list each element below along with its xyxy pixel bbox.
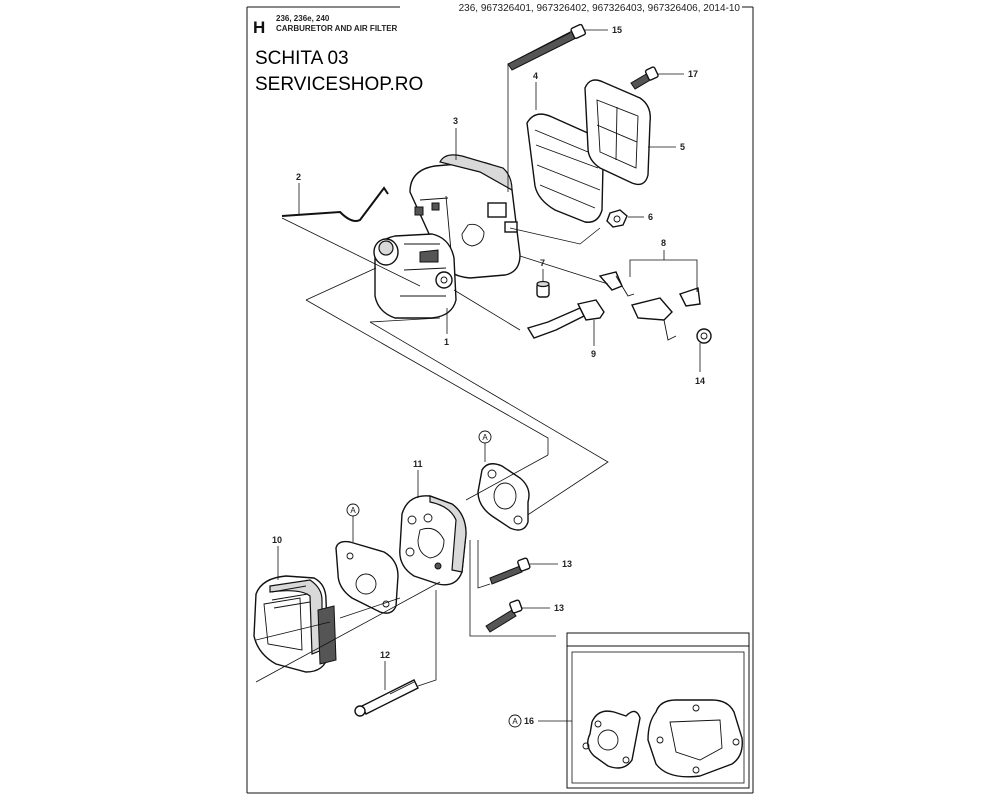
section-title: CARBURETOR AND AIR FILTER (276, 24, 398, 33)
callout-16: 16 (524, 716, 534, 726)
part-4-filter-element (526, 113, 605, 223)
assembly-lines-top (281, 64, 609, 521)
callout-2: 2 (296, 172, 301, 182)
kit-gasket-large (647, 699, 743, 778)
callout-14: 14 (695, 376, 705, 386)
part-11-intake-adapter (399, 495, 467, 586)
callout-9: 9 (591, 349, 596, 359)
callout-13-lower: 13 (554, 603, 564, 613)
callout-17: 17 (688, 69, 698, 79)
assembly-lines-bottom (255, 454, 556, 687)
marker-a-top: A (478, 430, 492, 444)
callout-10: 10 (272, 535, 282, 545)
part-gasket-a-upper (477, 463, 530, 531)
page-frame (246, 6, 754, 794)
callout-13-upper: 13 (562, 559, 572, 569)
part-15-long-screw (507, 23, 587, 71)
section-letter: H (253, 18, 265, 37)
part-8-choke-lever-a (598, 271, 635, 297)
part-5-filter-frame (584, 79, 651, 186)
kit-gasket-small (582, 710, 641, 769)
part-10-housing (253, 575, 337, 673)
part-gasket-a-lower (335, 540, 399, 614)
part-14-screw (696, 328, 712, 344)
callout-12: 12 (380, 650, 390, 660)
part-12-long-bolt (354, 679, 419, 717)
leader-8 (629, 259, 698, 292)
marker-a-kit-text: A (512, 717, 518, 726)
model-list: 236, 236e, 240 (276, 14, 330, 23)
part-13-screw-lower (485, 599, 523, 633)
marker-a-top-text: A (482, 433, 488, 442)
callout-3: 3 (453, 116, 458, 126)
part-7-spacer (536, 280, 550, 298)
callout-15: 15 (612, 25, 622, 35)
callout-5: 5 (680, 142, 685, 152)
part-8-choke-lever-b (631, 287, 701, 341)
callout-6: 6 (648, 212, 653, 222)
marker-a-kit: A (508, 714, 522, 728)
shop-caption: SERVICESHOP.RO (255, 74, 423, 95)
callout-11: 11 (413, 459, 423, 469)
marker-a-mid-text: A (350, 506, 356, 515)
part-17-screw (630, 66, 659, 90)
part-1-carburetor (373, 233, 457, 319)
part-9-choke-link (526, 299, 605, 339)
part-13-screw-upper (489, 557, 531, 585)
marker-a-mid: A (346, 503, 360, 517)
callout-8: 8 (661, 238, 666, 248)
callout-1: 1 (444, 337, 449, 347)
callout-4: 4 (533, 71, 538, 81)
part-2-throttle-rod (281, 186, 389, 222)
schema-caption: SCHITA 03 (255, 48, 349, 69)
reference-line: 236, 967326401, 967326402, 967326403, 96… (459, 3, 741, 14)
part-6-nut (606, 209, 628, 228)
